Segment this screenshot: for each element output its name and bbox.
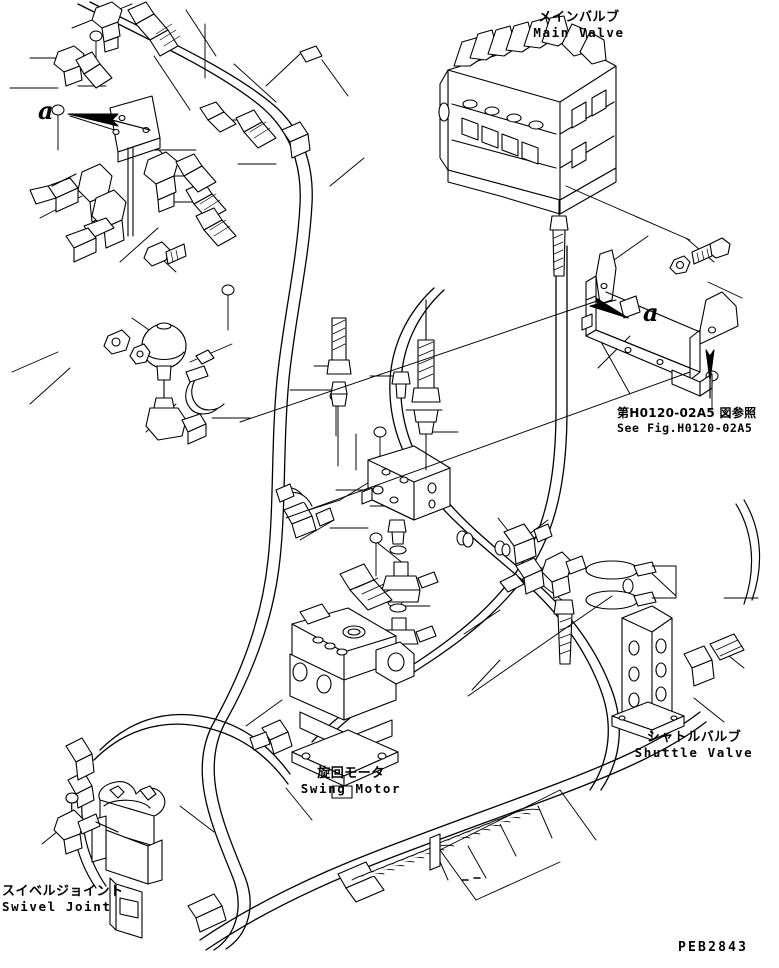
main-valve-label-jp: メインバルブ [538, 10, 620, 25]
shuttle-valve-body [611, 605, 685, 741]
connector-block-2 [65, 189, 127, 263]
hose-route-outer [77, 1, 313, 951]
manifold-stud-1 [326, 317, 352, 407]
label-shuttle-valve: シャトルバルブ Shuttle Valve [624, 726, 764, 760]
label-swivel-joint: スイベルジョイント Swivel Joint [2, 880, 124, 914]
fitting-cluster-upper-right [199, 101, 277, 149]
bottom-spiral-wrap [187, 808, 541, 933]
callout-marker-a-right: a [643, 298, 659, 327]
manifold-tee-fitting [381, 561, 439, 603]
hose-clamp-lower [585, 590, 677, 610]
swing-motor-label-jp: 旋回モータ [317, 766, 385, 781]
long-crossing-leaders [239, 157, 691, 697]
right-fitting-1 [501, 523, 553, 565]
hose-ferrule-d [175, 153, 217, 193]
main-valve-body [438, 15, 617, 215]
label-swing-motor: 旋回モータ Swing Motor [286, 762, 416, 796]
bolt-stack-mid [281, 45, 323, 159]
clamp-hook-left [185, 349, 225, 415]
elbow-fitting-top [91, 1, 123, 53]
callout-marker-a-left: a [38, 96, 54, 125]
hose-ferrule-b [75, 51, 113, 89]
main-valve-bolt [549, 199, 569, 277]
washer-pair-left [103, 329, 151, 365]
manifold-bolt-small [391, 371, 411, 399]
figure-reference-jp: 第H0120-02A5 図参照 [617, 406, 757, 420]
upper-fitting-plate [109, 95, 161, 237]
swivel-elbow-lower [53, 809, 119, 855]
label-main-valve: メインバルブ Main Valve [514, 6, 644, 40]
misc-small-parts [462, 532, 545, 595]
swivel-joint-body [91, 781, 166, 939]
sheet-part-number: PEB2843 [678, 940, 749, 955]
hose-ferrule-a [127, 1, 181, 57]
bracket-arrow [705, 349, 715, 399]
main-valve-label-en: Main Valve [533, 25, 625, 40]
manifold-lower-fitting [387, 519, 407, 555]
dash-marks [461, 877, 481, 881]
shuttle-hose-fitting [683, 633, 745, 687]
accumulator-elbow [145, 397, 207, 445]
right-elbow-2 [541, 551, 587, 599]
mounting-bracket [581, 249, 739, 397]
detail-frame-lines [439, 789, 597, 901]
elbow-fitting-left-2 [143, 151, 179, 213]
center-manifold-block [361, 445, 451, 521]
spiral-hose-lower [339, 563, 393, 611]
hose-route-lower-sweep [199, 711, 707, 951]
manifold-left-coupling [275, 483, 335, 539]
swivel-joint-label-en: Swivel Joint [2, 899, 112, 914]
hose-ferrule-e [195, 207, 237, 247]
callout-arrow-left [67, 113, 151, 131]
shuttle-valve-label-jp: シャトルバルブ [646, 730, 742, 745]
bolt-midleft [143, 241, 187, 267]
shuttle-valve-label-en: Shuttle Valve [634, 745, 754, 760]
swing-motor-label-en: Swing Motor [300, 781, 402, 796]
hose-route-lower-left [93, 713, 291, 785]
manifold-stud-2 [411, 299, 441, 435]
swing-motor-fitting [249, 719, 293, 755]
hose-clamp-upper [585, 560, 677, 580]
accumulator-ball [141, 322, 187, 401]
swing-motor-body [289, 603, 415, 799]
figure-reference-en: See Fig.H0120-02A5 [617, 421, 753, 435]
bracket-bolt [691, 237, 731, 265]
hose-route-shuttle-right [735, 499, 761, 605]
right-bolt-long [553, 599, 575, 665]
swivel-hose-fitting [65, 737, 95, 809]
swivel-joint-label-jp: スイベルジョイント [2, 884, 124, 899]
callout-arrow-right [589, 297, 629, 319]
figure-reference: 第H0120-02A5 図参照 See Fig.H0120-02A5 [617, 404, 756, 435]
bracket-washer [669, 255, 691, 275]
